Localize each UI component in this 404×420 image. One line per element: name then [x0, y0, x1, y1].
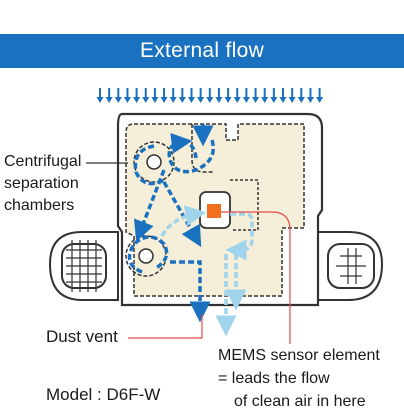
dust-flow-paths [127, 124, 215, 323]
external-flow-arrow [242, 88, 250, 103]
external-flow-arrow [224, 88, 232, 103]
separation-chambers-label: Centrifugal separation chambers [4, 151, 81, 217]
external-flow-arrow [160, 88, 168, 103]
external-flow-arrow [206, 88, 214, 103]
separation-chambers-line-2: separation [4, 175, 79, 192]
separation-chambers-line-3: chambers [4, 197, 75, 214]
right-mounting-flange [317, 231, 384, 301]
leader-lines [86, 162, 291, 344]
external-flow-arrow [233, 88, 241, 103]
mems-label-line-3: of clean air in here [234, 393, 366, 410]
external-flow-arrow [123, 88, 131, 103]
external-flow-arrow [178, 88, 186, 103]
dust-vent-label: Dust vent [46, 327, 118, 346]
clean-air-flow-paths [160, 205, 254, 337]
mems-label: MEMS sensor element = leads the flow of … [218, 344, 380, 413]
model-label: Model : D6F-W [46, 385, 161, 404]
external-flow-arrow [188, 88, 195, 103]
header-title: External flow [139, 39, 265, 62]
external-flow-arrow [279, 88, 287, 103]
external-flow-arrow [316, 88, 324, 103]
external-flow-arrows [96, 88, 324, 103]
external-flow-arrow [114, 88, 122, 103]
external-flow-arrow [215, 88, 223, 103]
external-flow-arrow [261, 88, 269, 103]
external-flow-arrow [288, 88, 296, 103]
mems-label-line-1: MEMS sensor element [218, 347, 380, 364]
external-flow-arrow [306, 88, 314, 103]
external-flow-arrow [142, 88, 150, 103]
external-flow-arrow [169, 88, 177, 103]
mems-label-line-2: = leads the flow [218, 370, 330, 387]
external-flow-arrow [96, 88, 104, 103]
left-mounting-flange [48, 231, 119, 301]
external-flow-arrow [105, 88, 113, 103]
external-flow-arrow [133, 88, 141, 103]
mems-sensor-element [207, 204, 221, 218]
external-flow-arrow [297, 88, 305, 103]
separation-chambers-line-1: Centrifugal [4, 153, 82, 170]
external-flow-arrow [270, 88, 278, 103]
external-flow-arrow [151, 88, 159, 103]
external-flow-arrow [252, 88, 260, 103]
external-flow-arrow [197, 88, 205, 103]
header-banner: External flow [0, 34, 404, 68]
